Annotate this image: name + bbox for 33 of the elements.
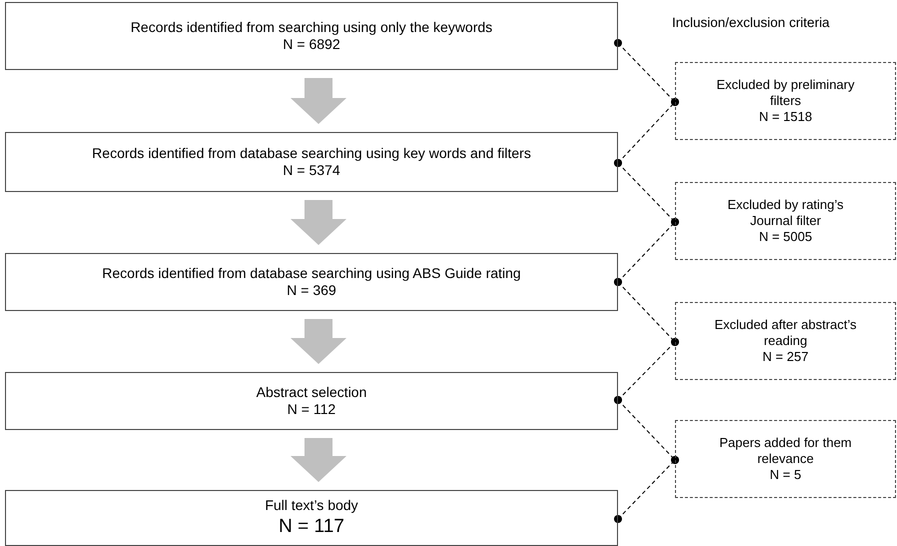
count-text: N = 5005 xyxy=(758,229,812,246)
block-arrow xyxy=(290,200,346,245)
count-text: N = 369 xyxy=(286,282,336,300)
count-text: N = 117 xyxy=(278,514,344,539)
count-text: N = 112 xyxy=(287,401,336,418)
box-text: Papers added for them relevance xyxy=(718,434,853,468)
column-heading: Inclusion/exclusion criteria xyxy=(672,14,830,32)
criteria-box xyxy=(675,420,896,498)
box-text: Records identified from database searching using key words and filters xyxy=(92,144,531,162)
count-text: N = 257 xyxy=(762,349,808,366)
box-text: Records identified from database searching using ABS Guide rating xyxy=(102,264,521,282)
criteria-box xyxy=(675,182,896,260)
block-arrow xyxy=(290,319,346,364)
block-arrow xyxy=(290,438,346,482)
process-box xyxy=(5,132,618,192)
block-arrow xyxy=(290,78,346,124)
process-box xyxy=(5,253,618,311)
process-box xyxy=(5,490,618,546)
connector-line xyxy=(614,456,679,523)
box-text: Excluded by preliminary filters xyxy=(715,76,856,110)
box-text: Excluded after abstract’s reading xyxy=(713,316,858,350)
count-text: N = 5 xyxy=(770,467,802,484)
box-text: Full text’s body xyxy=(264,497,358,515)
box-text: Abstract selection xyxy=(256,384,367,401)
count-text: N = 5374 xyxy=(282,162,340,180)
criteria-box xyxy=(675,302,896,380)
process-box xyxy=(5,372,618,430)
criteria-box xyxy=(675,62,896,140)
count-text: N = 1518 xyxy=(758,109,812,126)
count-text: N = 6892 xyxy=(282,36,340,54)
box-text: Excluded by rating’s Journal filter xyxy=(726,196,845,230)
process-box xyxy=(5,2,618,70)
box-text: Records identified from searching using only the keywords xyxy=(130,18,492,36)
